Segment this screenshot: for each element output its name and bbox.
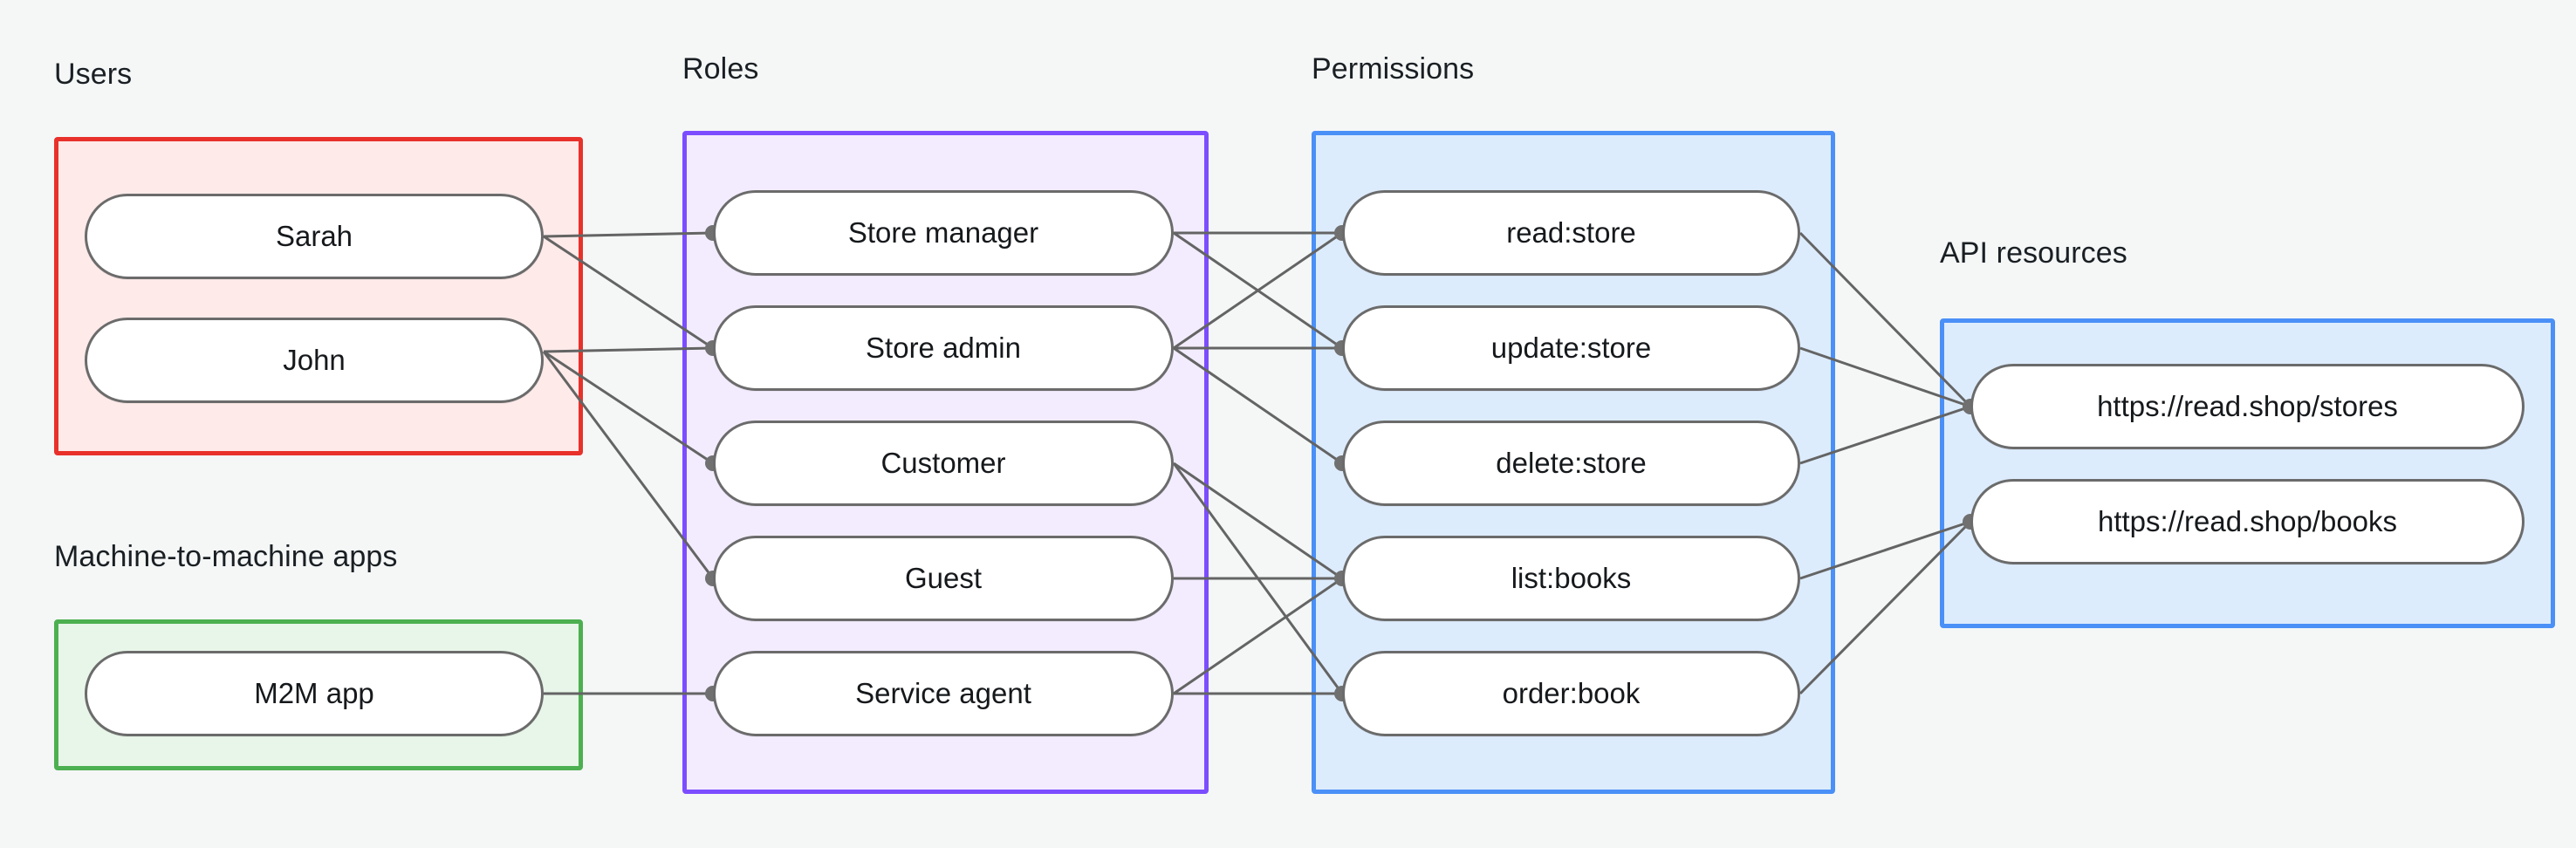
node-list-books[interactable]: list:books	[1342, 536, 1800, 621]
node-john[interactable]: John	[85, 318, 544, 403]
node-guest[interactable]: Guest	[713, 536, 1174, 621]
group-box-users	[54, 137, 583, 455]
node-service-agent[interactable]: Service agent	[713, 651, 1174, 736]
group-label-api: API resources	[1940, 236, 2127, 270]
node-store-manager[interactable]: Store manager	[713, 190, 1174, 276]
node-delete-store[interactable]: delete:store	[1342, 421, 1800, 506]
node-order-book[interactable]: order:book	[1342, 651, 1800, 736]
node-update-store[interactable]: update:store	[1342, 305, 1800, 391]
group-label-m2m: Machine-to-machine apps	[54, 540, 398, 573]
group-label-permissions: Permissions	[1312, 52, 1475, 85]
node-read-store[interactable]: read:store	[1342, 190, 1800, 276]
node-store-admin[interactable]: Store admin	[713, 305, 1174, 391]
node-res-stores[interactable]: https://read.shop/stores	[1970, 364, 2525, 449]
group-label-users: Users	[54, 58, 133, 91]
node-res-books[interactable]: https://read.shop/books	[1970, 479, 2525, 564]
group-label-roles: Roles	[682, 52, 759, 85]
node-customer[interactable]: Customer	[713, 421, 1174, 506]
node-sarah[interactable]: Sarah	[85, 194, 544, 279]
node-m2mapp[interactable]: M2M app	[85, 651, 544, 736]
